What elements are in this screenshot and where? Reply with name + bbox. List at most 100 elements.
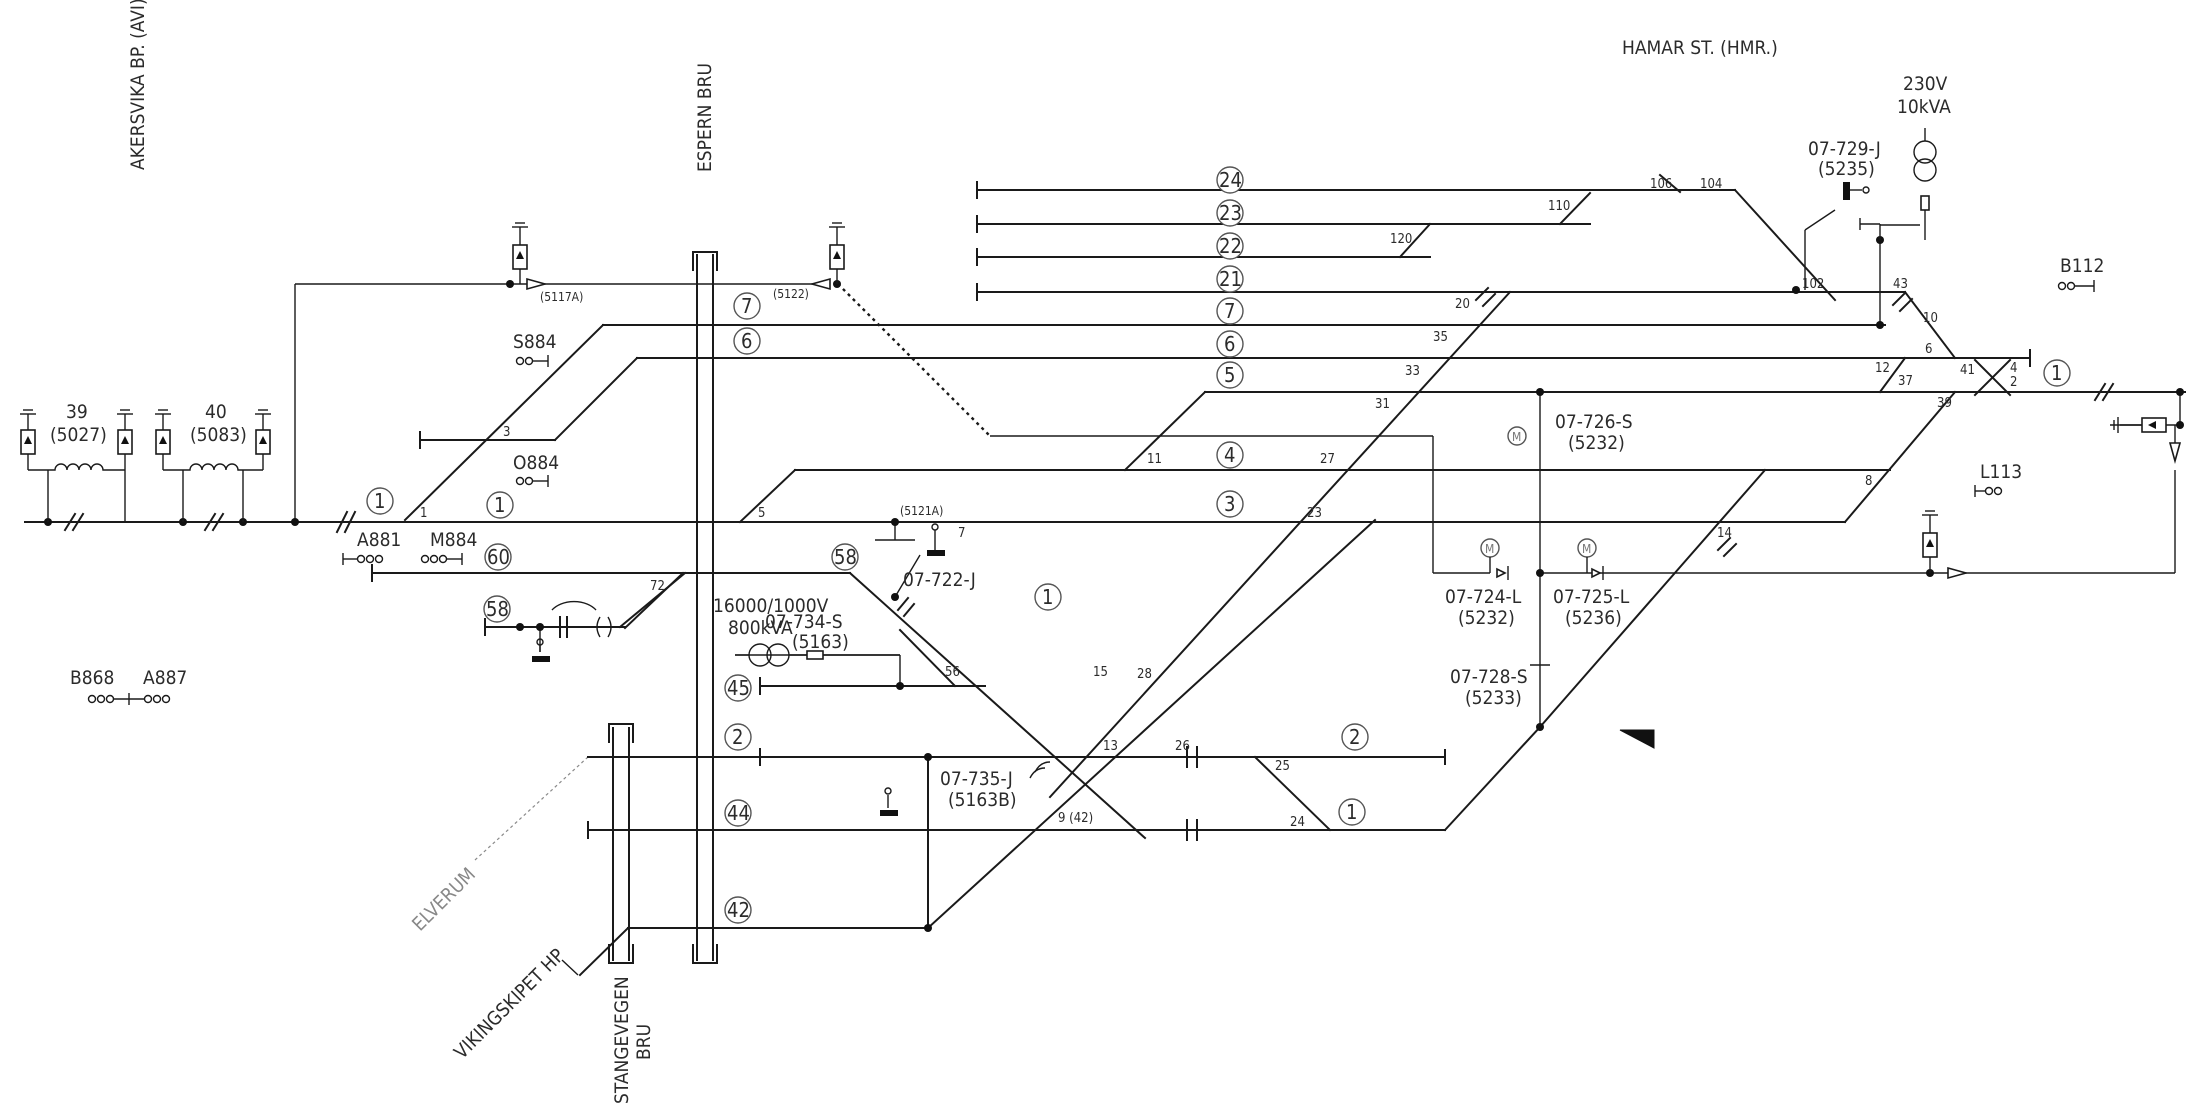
svg-text:12: 12 <box>1875 361 1890 376</box>
coil-sections <box>27 450 264 522</box>
track-circle: 6 <box>1216 330 1244 358</box>
svg-text:23: 23 <box>1307 506 1322 521</box>
svg-text:1: 1 <box>494 493 505 517</box>
track-circle: 60 <box>484 543 512 571</box>
svg-text:102: 102 <box>1802 277 1824 292</box>
track-circle: 7 <box>733 292 761 320</box>
track-circle: 7 <box>1216 297 1244 325</box>
track-circle: 2 <box>724 723 752 751</box>
svg-text:24: 24 <box>1219 168 1242 192</box>
svg-text:27: 27 <box>1320 452 1335 467</box>
signal-o884 <box>515 475 549 487</box>
switch-labels: 07-729-J (5235) 07-726-S (5232) 07-724-L… <box>50 138 1881 811</box>
svg-text:M: M <box>1485 542 1494 556</box>
svg-text:M: M <box>1582 542 1591 556</box>
point-numbers: 106 104 110 120 102 43 10 20 35 33 31 27… <box>420 177 2017 830</box>
svg-text:26: 26 <box>1175 739 1190 754</box>
svg-text:58: 58 <box>834 545 857 569</box>
svg-text:7: 7 <box>1224 299 1235 323</box>
signal-s884 <box>515 355 549 367</box>
svg-text:39: 39 <box>66 401 88 423</box>
svg-text:(5236): (5236) <box>1565 607 1622 629</box>
svg-text:(5232): (5232) <box>1458 607 1515 629</box>
station-hamar: HAMAR ST. (HMR.) <box>1622 37 1778 59</box>
svg-text:07-729-J: 07-729-J <box>1808 138 1881 160</box>
track-circle: 6 <box>733 327 761 355</box>
svg-text:6: 6 <box>1224 332 1235 356</box>
svg-text:(5083): (5083) <box>190 424 247 446</box>
direction-marker <box>1619 729 1655 749</box>
svg-text:40: 40 <box>205 401 227 423</box>
svg-text:5: 5 <box>1224 363 1235 387</box>
nodes <box>44 236 2184 932</box>
track-circle: 21 <box>1216 265 1244 293</box>
svg-text:(5235): (5235) <box>1818 158 1875 180</box>
svg-text:56: 56 <box>945 665 960 680</box>
svg-text:72: 72 <box>650 579 665 594</box>
track-circle: 3 <box>1216 490 1244 518</box>
svg-text:(5121A): (5121A) <box>900 504 943 518</box>
motor-disconnectors: M M M <box>1480 426 1604 580</box>
svg-text:1: 1 <box>374 489 385 513</box>
transformer-main-power: 800kVA <box>728 617 793 639</box>
signal-a881 <box>342 553 384 565</box>
svg-text:3: 3 <box>503 425 510 440</box>
svg-text:58: 58 <box>486 597 509 621</box>
station-akersvika: AKERSVIKA BP. (AVI) <box>127 0 149 170</box>
svg-text:(5122): (5122) <box>773 287 809 301</box>
track-circle: 2 <box>1341 723 1369 751</box>
track-circle: 1 <box>1034 583 1062 611</box>
svg-text:(5163B): (5163B) <box>948 789 1017 811</box>
transformer-230-power: 10kVA <box>1897 96 1951 118</box>
svg-text:42: 42 <box>727 898 750 922</box>
svg-text:1: 1 <box>1346 800 1357 824</box>
svg-text:(5163): (5163) <box>792 631 849 653</box>
svg-text:120: 120 <box>1390 232 1412 247</box>
track-circle: 23 <box>1216 199 1244 227</box>
svg-text:106: 106 <box>1650 177 1672 192</box>
svg-text:M884: M884 <box>430 529 477 551</box>
svg-text:L113: L113 <box>1980 461 2022 483</box>
svg-text:5: 5 <box>758 506 765 521</box>
switch-symbols <box>371 181 1920 839</box>
branch-lines <box>474 756 761 976</box>
svg-text:4: 4 <box>2010 361 2017 376</box>
track-circle: 5 <box>1216 361 1244 389</box>
track-circle: 22 <box>1216 232 1244 260</box>
svg-text:33: 33 <box>1405 364 1420 379</box>
track-circle: 4 <box>1216 441 1244 469</box>
svg-text:10: 10 <box>1923 311 1938 326</box>
svg-text:M: M <box>1512 430 1521 444</box>
track-circle: 58 <box>831 543 859 571</box>
station-stangevegen-2: BRU <box>633 1024 655 1060</box>
svg-text:6: 6 <box>741 329 752 353</box>
svg-text:6: 6 <box>1925 342 1932 357</box>
svg-text:60: 60 <box>487 545 510 569</box>
svg-text:24: 24 <box>1290 815 1305 830</box>
svg-text:3: 3 <box>1224 492 1235 516</box>
svg-text:43: 43 <box>1893 277 1908 292</box>
bridges <box>608 251 718 964</box>
svg-text:07-725-L: 07-725-L <box>1553 586 1630 608</box>
signal-symbols <box>87 280 2095 705</box>
station-elverum: ELVERUM <box>408 864 480 936</box>
svg-text:110: 110 <box>1548 199 1570 214</box>
svg-text:07-735-J: 07-735-J <box>940 768 1013 790</box>
svg-text:39: 39 <box>1937 396 1952 411</box>
track-circle: 24 <box>1216 166 1244 194</box>
signal-m884 <box>420 553 463 565</box>
svg-text:7: 7 <box>741 294 752 318</box>
track-circle: 1 <box>2043 359 2071 387</box>
svg-text:15: 15 <box>1093 665 1108 680</box>
svg-text:(5233): (5233) <box>1465 687 1522 709</box>
svg-text:11: 11 <box>1147 452 1162 467</box>
track-number-circles: 24 23 22 21 7 6 5 4 3 1 60 58 45 2 44 42… <box>366 166 2071 924</box>
svg-text:9 (42): 9 (42) <box>1058 811 1093 826</box>
track-circle: 58 <box>483 595 511 623</box>
svg-text:A881: A881 <box>357 529 401 551</box>
svg-text:07-722-J: 07-722-J <box>903 569 976 591</box>
svg-text:37: 37 <box>1898 374 1913 389</box>
svg-text:44: 44 <box>727 801 750 825</box>
station-espern: ESPERN BRU <box>694 63 716 172</box>
